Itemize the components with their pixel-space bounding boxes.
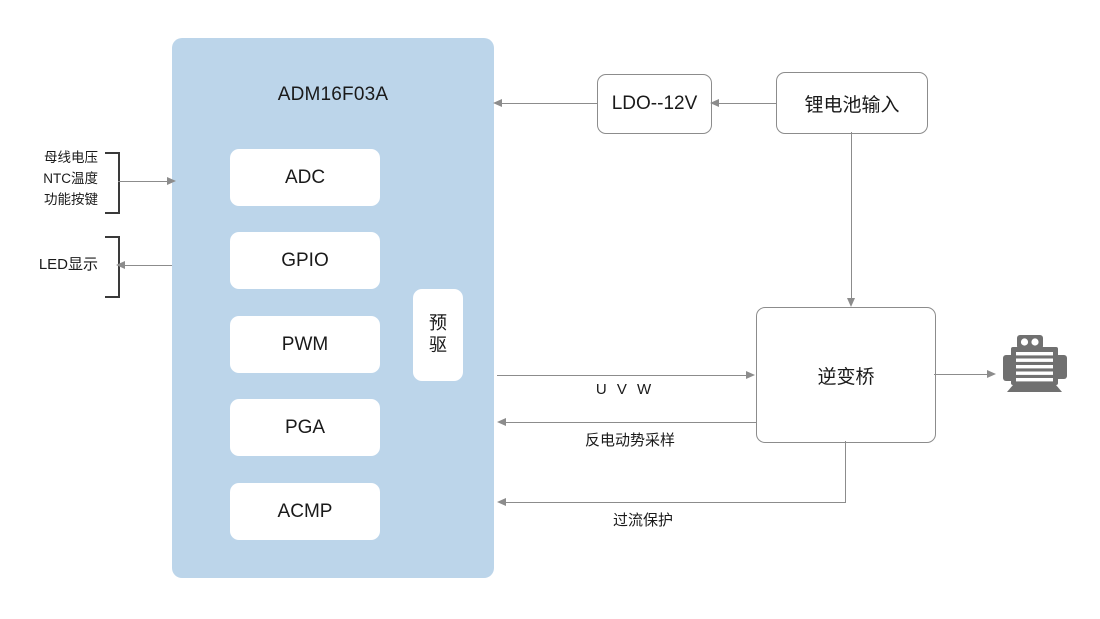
- signal-label-back-emf: 反电动势采样: [584, 432, 675, 449]
- line-battery-to-bridge: [851, 132, 852, 298]
- predriver-label-line1: 预: [429, 313, 447, 334]
- mcu-title: ADM16F03A: [277, 84, 389, 105]
- predriver-label-line2: 驱: [429, 335, 447, 355]
- line-led-display: [122, 265, 172, 266]
- mcu-block-pwm[interactable]: PWM: [230, 316, 380, 373]
- line-back-emf: [506, 422, 756, 423]
- signal-label-uvw: U V W: [595, 381, 655, 398]
- arrowhead-battery-to-bridge-icon: [846, 298, 855, 307]
- arrowhead-overcurrent-icon: [497, 497, 506, 506]
- io-label-led-display: LED显示: [38, 256, 98, 273]
- mcu-block-predriver[interactable]: 预 驱: [413, 289, 463, 381]
- mcu-block-adc[interactable]: ADC: [230, 149, 380, 206]
- line-analog-inputs: [118, 181, 170, 182]
- arrowhead-bridge-to-motor-icon: [987, 369, 996, 378]
- line-bridge-to-motor: [934, 374, 989, 375]
- motor-icon: [1000, 333, 1074, 395]
- line-ldo-to-mcu: [502, 103, 597, 104]
- arrowhead-analog-inputs-icon: [167, 176, 176, 185]
- line-overcurrent-vertical: [845, 441, 846, 503]
- bracket-analog-inputs: [105, 152, 120, 214]
- io-line-ntc-temp: NTC温度: [43, 170, 98, 186]
- box-battery-input[interactable]: 锂电池输入: [776, 72, 928, 134]
- io-label-analog-inputs: 母线电压 NTC温度 功能按键: [18, 148, 98, 211]
- box-inverter-bridge[interactable]: 逆变桥: [756, 307, 936, 443]
- line-overcurrent-horizontal: [506, 502, 846, 503]
- mcu-block-pga[interactable]: PGA: [230, 399, 380, 456]
- arrowhead-led-display-icon: [116, 260, 125, 269]
- line-uvw: [497, 375, 747, 376]
- arrowhead-ldo-to-mcu-icon: [493, 98, 502, 107]
- line-battery-to-ldo: [718, 103, 776, 104]
- mcu-block-acmp[interactable]: ACMP: [230, 483, 380, 540]
- arrowhead-battery-to-ldo-icon: [710, 98, 719, 107]
- io-line-function-key: 功能按键: [44, 191, 98, 207]
- io-line-bus-voltage: 母线电压: [44, 150, 98, 165]
- mcu-block-gpio[interactable]: GPIO: [230, 232, 380, 289]
- signal-label-overcurrent: 过流保护: [612, 512, 673, 529]
- box-ldo[interactable]: LDO--12V: [597, 74, 712, 134]
- arrowhead-uvw-icon: [746, 370, 755, 379]
- arrowhead-back-emf-icon: [497, 417, 506, 426]
